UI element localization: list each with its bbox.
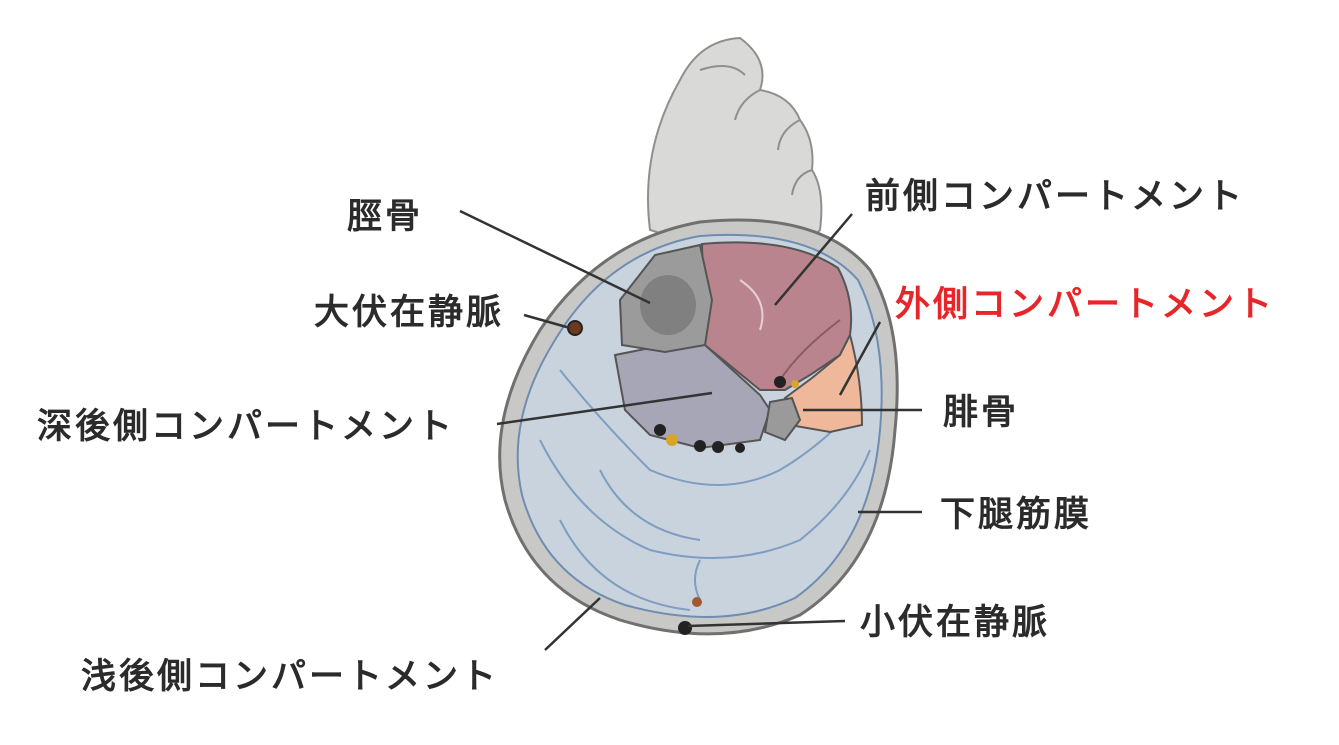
fibula-bone bbox=[763, 396, 802, 442]
leader-superficial-posterior bbox=[544, 597, 601, 651]
lateral-compartment bbox=[783, 332, 864, 434]
label-lateral: 外側コンパートメント bbox=[895, 285, 1276, 325]
leader-great-saphenous-vein bbox=[523, 313, 571, 330]
leader-anterior bbox=[774, 213, 853, 306]
label-anterior: 前側コンパートメント bbox=[865, 177, 1246, 217]
leader-tibia bbox=[459, 209, 651, 305]
label-tibia: 脛骨 bbox=[347, 197, 424, 237]
leader-small-saphenous-vein bbox=[687, 619, 846, 628]
label-superficial-posterior: 浅後側コンパートメント bbox=[81, 657, 500, 697]
label-great-saphenous-vein: 大伏在静脈 bbox=[314, 293, 505, 333]
foot-drawing bbox=[647, 36, 823, 252]
leader-deep-posterior bbox=[496, 391, 713, 426]
label-small-saphenous-vein: 小伏在静脈 bbox=[860, 603, 1051, 643]
leader-lines bbox=[459, 209, 922, 651]
leader-lateral bbox=[838, 321, 882, 396]
label-fibula: 腓骨 bbox=[943, 393, 1020, 433]
posterior-muscle-lines bbox=[539, 369, 871, 611]
label-crural-fascia: 下腿筋膜 bbox=[940, 495, 1093, 535]
label-deep-posterior: 深後側コンパートメント bbox=[37, 407, 456, 447]
neurovascular-bundles bbox=[567, 320, 799, 635]
